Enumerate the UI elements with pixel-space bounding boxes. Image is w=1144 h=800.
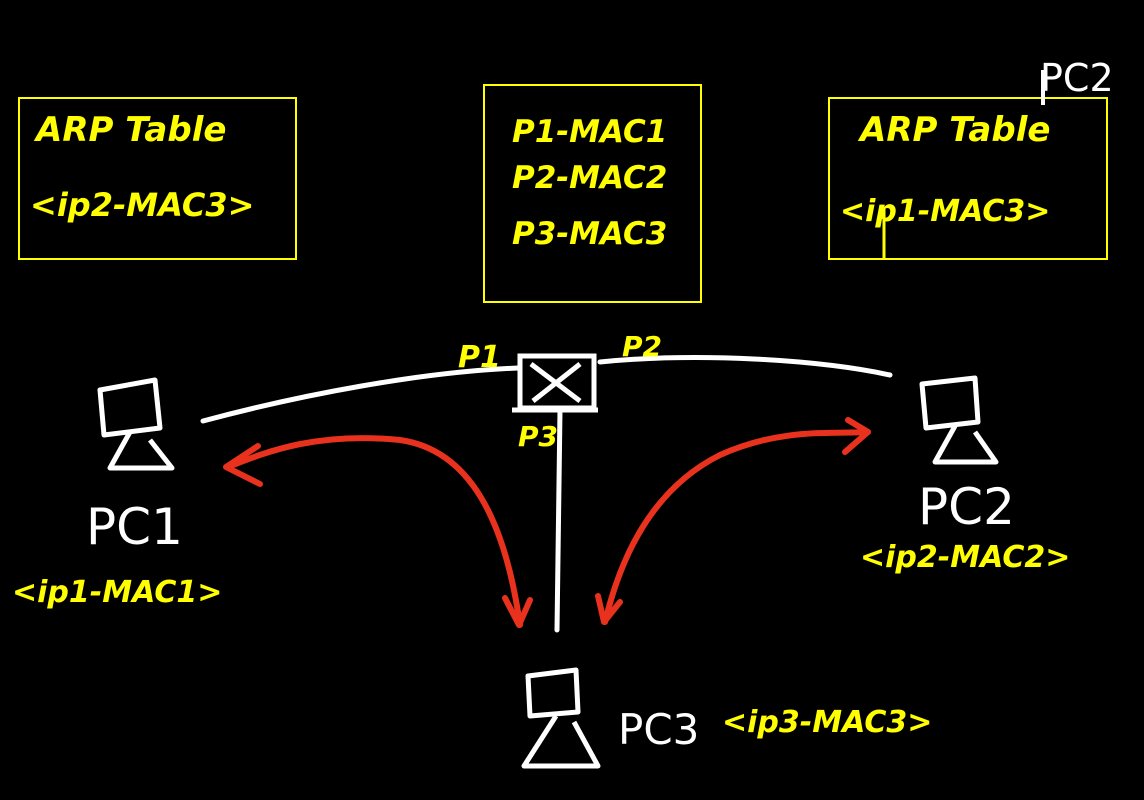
pc2-icon <box>919 375 999 465</box>
traffic-arrow-pc3-to-pc1 <box>223 435 533 628</box>
switch-mac-table-box <box>483 84 702 303</box>
link-pc1-switch <box>200 365 521 424</box>
switch-icon <box>512 353 598 413</box>
link-switch-pc3 <box>554 407 563 633</box>
pc3-icon <box>521 667 601 769</box>
arp-table-right-entry: <ip1-MAC3> <box>840 194 1051 229</box>
port-label-p1: P1 <box>458 340 501 375</box>
switch-mac-table-row-3: P3-MAC3 <box>512 216 668 252</box>
link-switch-pc2 <box>597 355 893 378</box>
traffic-arrow-pc3-to-pc2 <box>595 417 871 625</box>
pc1-label: PC1 <box>86 498 183 556</box>
port-label-p3: P3 <box>518 420 559 453</box>
pc1-icon <box>97 377 175 471</box>
arp-table-left-box <box>18 97 297 260</box>
corner-label: PC2 <box>1040 56 1114 100</box>
pc1-address: <ip1-MAC1> <box>12 575 223 610</box>
switch-mac-table-row-2: P2-MAC2 <box>512 160 668 196</box>
arp-table-left-entry: <ip2-MAC3> <box>30 186 255 224</box>
pc2-address: <ip2-MAC2> <box>860 540 1071 575</box>
switch-mac-table-row-1: P1-MAC1 <box>512 114 668 150</box>
pc2-label: PC2 <box>918 478 1015 536</box>
pc3-label: PC3 <box>618 705 700 754</box>
port-label-p2: P2 <box>622 330 663 363</box>
pc3-address: <ip3-MAC3> <box>722 705 933 740</box>
arp-table-right-box <box>828 97 1108 260</box>
arp-table-left-title: ARP Table <box>36 110 227 150</box>
arp-table-right-title: ARP Table <box>860 110 1051 150</box>
